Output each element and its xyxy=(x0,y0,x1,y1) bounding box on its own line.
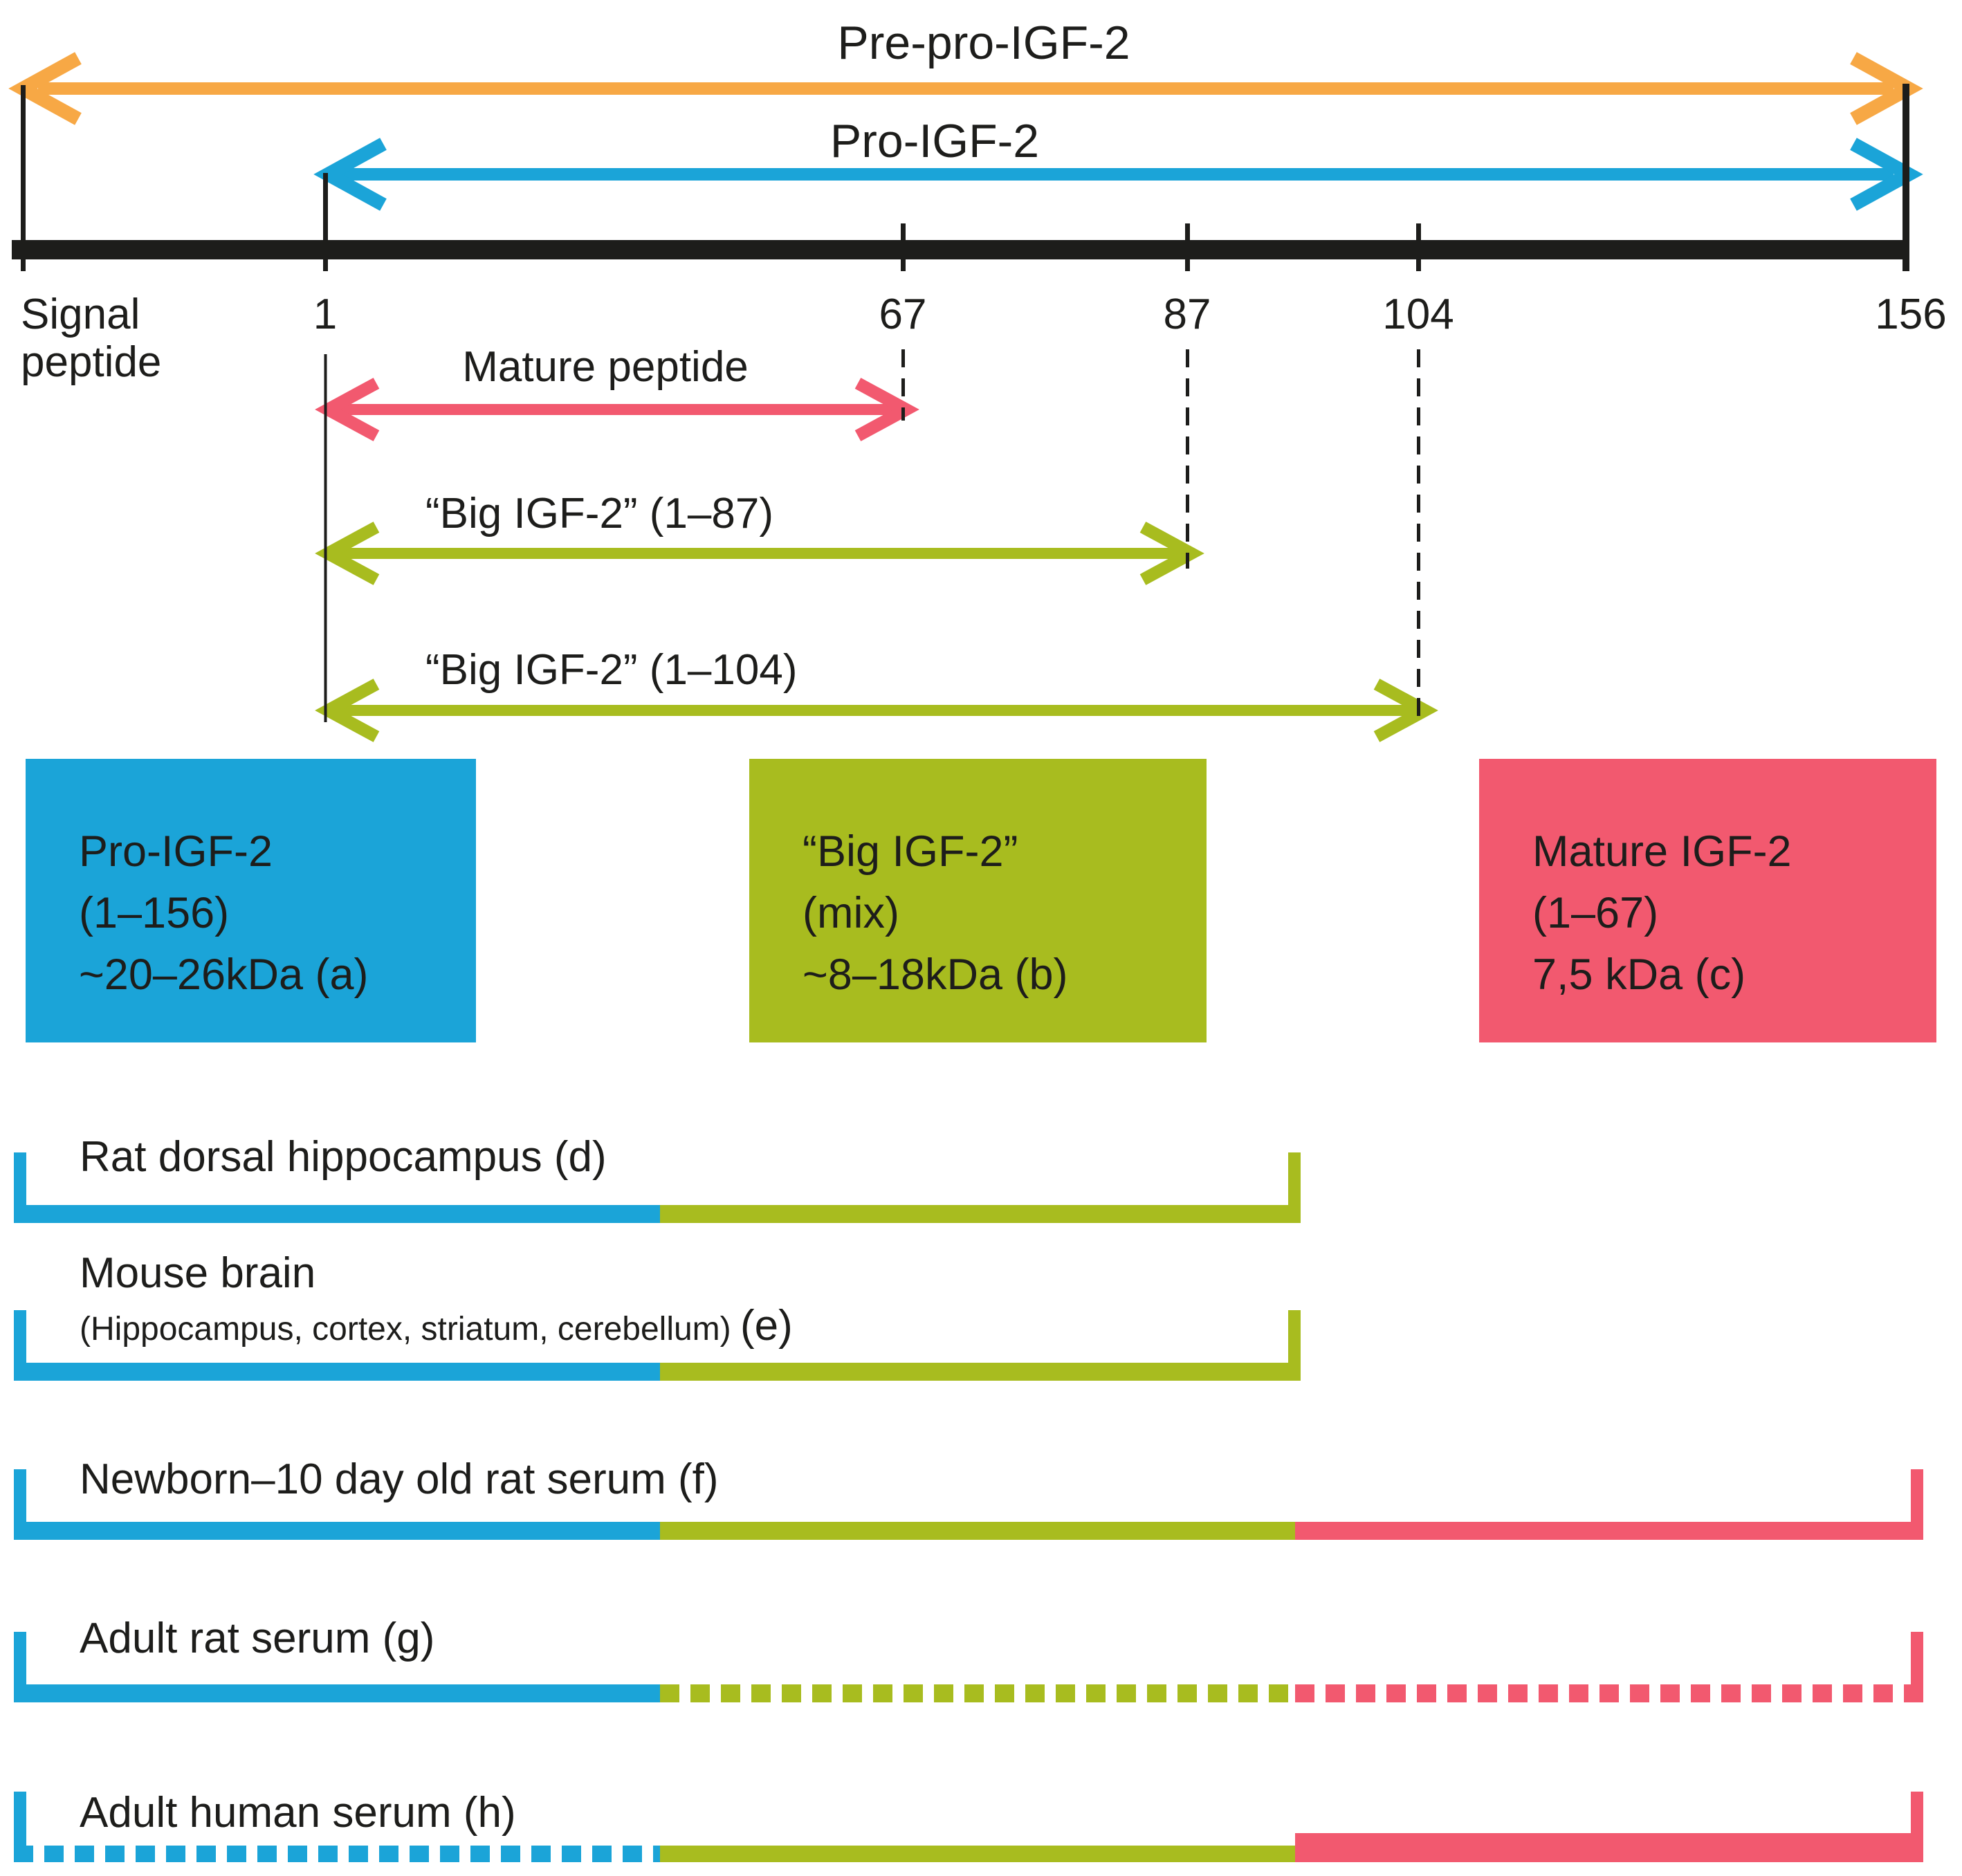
axis-number-67: 67 xyxy=(879,291,927,338)
axis-number-1: 1 xyxy=(313,291,338,338)
axis-tick-87 xyxy=(1185,223,1190,271)
big-igf2-87-label: “Big IGF-2” (1–87) xyxy=(425,490,774,537)
row-e-olive-segment xyxy=(660,1363,1301,1381)
axis-tick-104 xyxy=(1416,223,1421,271)
big-igf2-box-line3: ~8–18kDa (b) xyxy=(803,950,1068,999)
mature-igf2-box-line3: 7,5 kDa (c) xyxy=(1532,950,1746,999)
row-g-label: Adult rat serum (g) xyxy=(80,1615,435,1662)
row-e-right-tick xyxy=(1288,1310,1301,1381)
axis-number-87: 87 xyxy=(1163,291,1211,338)
big-igf2-box: “Big IGF-2” (mix) ~8–18kDa (b) xyxy=(749,759,1207,1042)
row-h-olive-segment xyxy=(660,1846,1295,1862)
row-f-blue-segment xyxy=(14,1522,660,1540)
row-g-blue-segment xyxy=(14,1684,660,1702)
big-igf2-box-line2: (mix) xyxy=(803,889,899,937)
mature-igf2-box-line1: Mature IGF-2 xyxy=(1532,827,1792,876)
big-igf2-104-label: “Big IGF-2” (1–104) xyxy=(425,646,798,694)
row-f-label: Newborn–10 day old rat serum (f) xyxy=(80,1455,719,1503)
pro-arrow xyxy=(313,138,1923,211)
row-f-right-tick xyxy=(1911,1469,1923,1540)
mature-peptide-label: Mature peptide xyxy=(462,343,749,391)
pro-igf2-box-line2: (1–156) xyxy=(79,889,230,937)
pro-igf2-box-line3: ~20–26kDa (a) xyxy=(79,950,369,999)
prepro-igf2-label: Pre-pro-IGF-2 xyxy=(837,17,1130,69)
row-d-label: Rat dorsal hippocampus (d) xyxy=(80,1133,607,1181)
mature-igf2-box-line2: (1–67) xyxy=(1532,889,1659,937)
row-e-label: Mouse brain xyxy=(80,1249,316,1297)
row-g-right-tick xyxy=(1911,1632,1923,1702)
axis-number-104: 104 xyxy=(1382,291,1454,338)
row-d-olive-segment xyxy=(660,1205,1301,1223)
row-e-sublabel: (Hippocampus, cortex, striatum, cerebell… xyxy=(80,1302,793,1350)
row-f-pink-segment xyxy=(1295,1522,1923,1540)
row-e-sublabel-text: (Hippocampus, cortex, striatum, cerebell… xyxy=(80,1311,731,1348)
row-e-blue-segment xyxy=(14,1363,660,1381)
row-g-pink-dashed-segment xyxy=(1295,1684,1911,1702)
signal-peptide-label-line1: Signal xyxy=(21,291,140,338)
row-h-left-tick xyxy=(14,1792,26,1862)
axis-tick-signal xyxy=(21,85,26,271)
row-h-blue-dashed-segment xyxy=(14,1846,660,1862)
row-g-olive-dashed-segment xyxy=(660,1684,1295,1702)
axis-tick-67 xyxy=(901,223,906,271)
row-d-blue-segment xyxy=(14,1205,660,1223)
big-igf2-box-line1: “Big IGF-2” xyxy=(803,827,1018,876)
row-f-olive-segment xyxy=(660,1522,1295,1540)
pro-igf2-box-line1: Pro-IGF-2 xyxy=(79,827,273,876)
row-e-sublabel-suffix: (e) xyxy=(740,1302,793,1350)
pro-igf2-box: Pro-IGF-2 (1–156) ~20–26kDa (a) xyxy=(26,759,476,1042)
row-h-right-tick xyxy=(1911,1792,1923,1862)
axis-number-156: 156 xyxy=(1875,291,1947,338)
axis-tick-156 xyxy=(1903,84,1909,271)
row-d-right-tick xyxy=(1288,1152,1301,1223)
row-h-pink-segment xyxy=(1295,1833,1923,1862)
signal-peptide-label: Signal peptide xyxy=(21,291,161,387)
signal-peptide-label-line2: peptide xyxy=(21,338,162,387)
mature-igf2-box: Mature IGF-2 (1–67) 7,5 kDa (c) xyxy=(1479,759,1936,1042)
axis-tick-1 xyxy=(323,173,328,271)
pro-igf2-label: Pro-IGF-2 xyxy=(829,115,1040,167)
row-h-label: Adult human serum (h) xyxy=(80,1789,516,1837)
residue-axis-bar xyxy=(12,240,1909,259)
